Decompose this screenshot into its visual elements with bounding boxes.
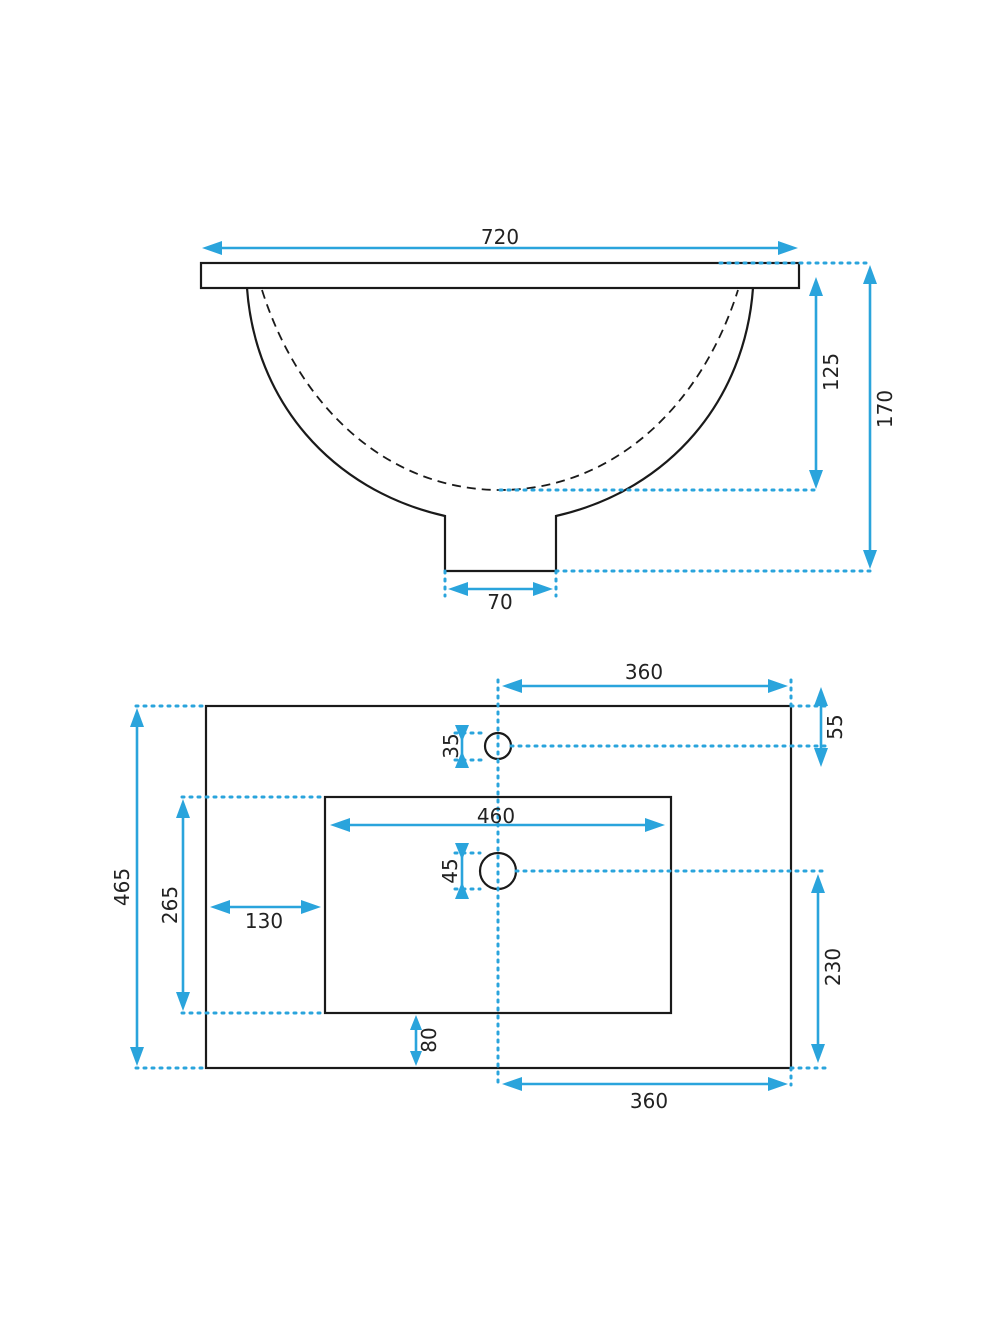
arrowhead-left (210, 900, 230, 914)
dimension-label-bowl-width: 460 (477, 804, 515, 828)
arrowhead-down (811, 1044, 825, 1063)
arrowhead-right (768, 1077, 788, 1091)
arrowhead-down (130, 1047, 144, 1066)
arrowhead-down (863, 550, 877, 569)
arrowhead-left (330, 818, 350, 832)
top-view: 360 55 35 460 45 465 265 (110, 660, 847, 1113)
arrowhead-up (455, 882, 469, 899)
dimension-label-total-depth: 465 (110, 868, 134, 906)
arrowhead-right (768, 679, 788, 693)
arrowhead-down (809, 470, 823, 489)
arrowhead-left (202, 241, 222, 255)
dimension-label-tap-hole: 35 (439, 733, 463, 758)
dimension-label-total-height: 170 (873, 390, 897, 428)
side-view: 720 125 170 70 (199, 225, 897, 614)
arrowhead-down (176, 992, 190, 1011)
dimension-label-bowl-front-margin: 80 (417, 1027, 441, 1052)
arrowhead-down (410, 1051, 422, 1066)
basin-bowl-outline (323, 795, 673, 1015)
dimension-label-bowl-depth: 265 (158, 886, 182, 924)
arrowhead-left (502, 1077, 522, 1091)
arrowhead-left (448, 582, 468, 596)
arrowhead-right (301, 900, 321, 914)
arrowhead-up (176, 799, 190, 818)
dimension-label-bowl-left-margin: 130 (245, 909, 283, 933)
arrowhead-right (778, 241, 798, 255)
arrowhead-down (814, 748, 828, 767)
arrowhead-right (645, 818, 665, 832)
arrowhead-up (130, 708, 144, 727)
countertop-slab (199, 261, 801, 290)
dimension-label-drain-width: 70 (487, 590, 512, 614)
dimension-label-tap-offset: 360 (625, 660, 663, 684)
basin-body-outline (245, 287, 755, 573)
dimension-label-drain-from-front: 230 (821, 948, 845, 986)
basin-inner-hidden-line (261, 289, 739, 491)
dimension-label-bowl-depth: 125 (819, 353, 843, 391)
arrowhead-up (863, 265, 877, 284)
arrowhead-up (814, 687, 828, 706)
dimension-label-tap-from-edge: 55 (823, 714, 847, 739)
arrowhead-down (455, 843, 469, 860)
dimension-label-width: 720 (481, 225, 519, 249)
arrowhead-up (410, 1015, 422, 1030)
dimension-label-drain-hole: 45 (438, 858, 462, 883)
arrowhead-up (455, 751, 469, 768)
arrowhead-down (455, 725, 469, 742)
arrowhead-left (502, 679, 522, 693)
arrowhead-up (809, 277, 823, 296)
dimension-label-drain-offset: 360 (630, 1089, 668, 1113)
arrowhead-up (811, 874, 825, 893)
arrowhead-right (533, 582, 553, 596)
